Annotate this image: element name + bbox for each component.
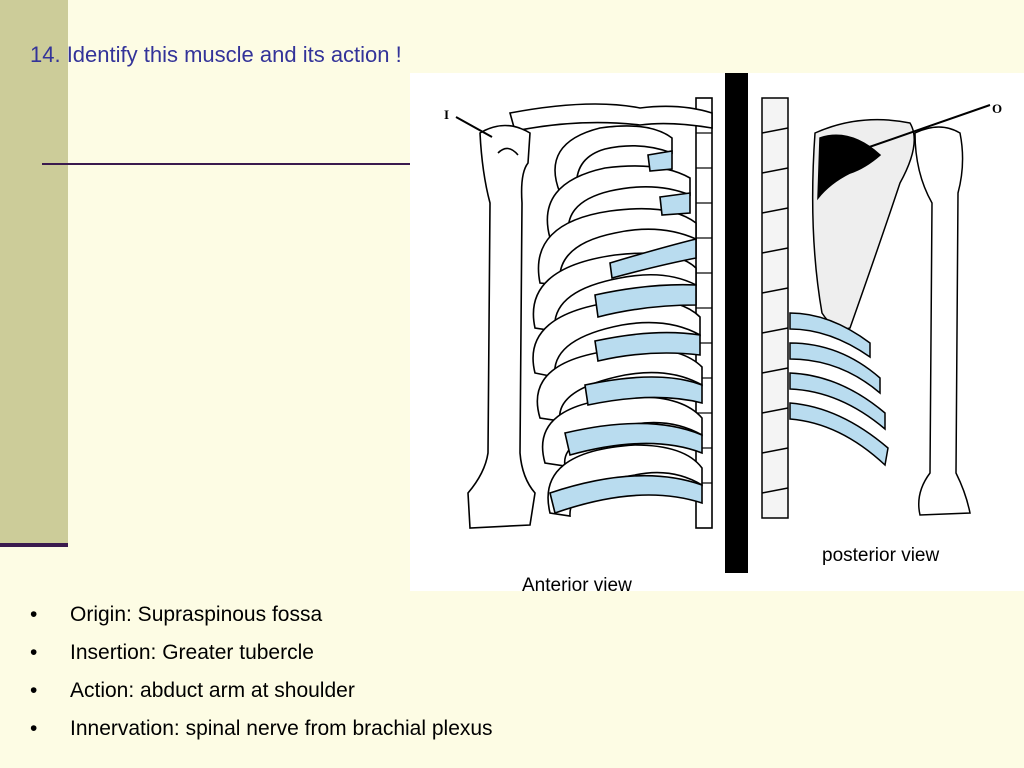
- bullet-marker: •: [30, 717, 38, 740]
- bullet-text: Insertion: Greater tubercle: [70, 641, 314, 664]
- bullet-list: • Origin: Supraspinous fossa • Insertion: …: [30, 601, 493, 753]
- view-divider: [723, 73, 748, 573]
- insertion-marker: I: [444, 107, 493, 138]
- slide-title: 14. Identify this muscle and its action …: [30, 42, 402, 67]
- svg-text:I: I: [444, 107, 449, 122]
- bullet-action: • Action: abduct arm at shoulder: [30, 677, 493, 715]
- posterior-view-drawing: [761, 97, 971, 519]
- bullet-innervation: • Innervation: spinal nerve from brachial…: [30, 715, 493, 753]
- title-rule: [42, 163, 414, 165]
- posterior-view-caption: posterior view: [822, 545, 940, 566]
- bullet-origin: • Origin: Supraspinous fossa: [30, 601, 493, 639]
- bullet-insertion: • Insertion: Greater tubercle: [30, 639, 493, 677]
- bullet-text: Origin: Supraspinous fossa: [70, 603, 323, 626]
- origin-marker: O: [851, 101, 1002, 154]
- anterior-view-drawing: [467, 97, 713, 529]
- anterior-view-caption: Anterior view: [522, 575, 632, 596]
- bullet-text: Innervation: spinal nerve from brachial …: [70, 717, 493, 740]
- svg-text:O: O: [992, 101, 1002, 116]
- sidebar-accent: [0, 0, 68, 545]
- bullet-text: Action: abduct arm at shoulder: [70, 679, 355, 702]
- bullet-marker: •: [30, 679, 38, 702]
- bullet-marker: •: [30, 603, 38, 626]
- skeleton-illustration: I O: [410, 73, 1024, 591]
- sidebar-underline: [0, 543, 68, 547]
- bullet-marker: •: [30, 641, 38, 664]
